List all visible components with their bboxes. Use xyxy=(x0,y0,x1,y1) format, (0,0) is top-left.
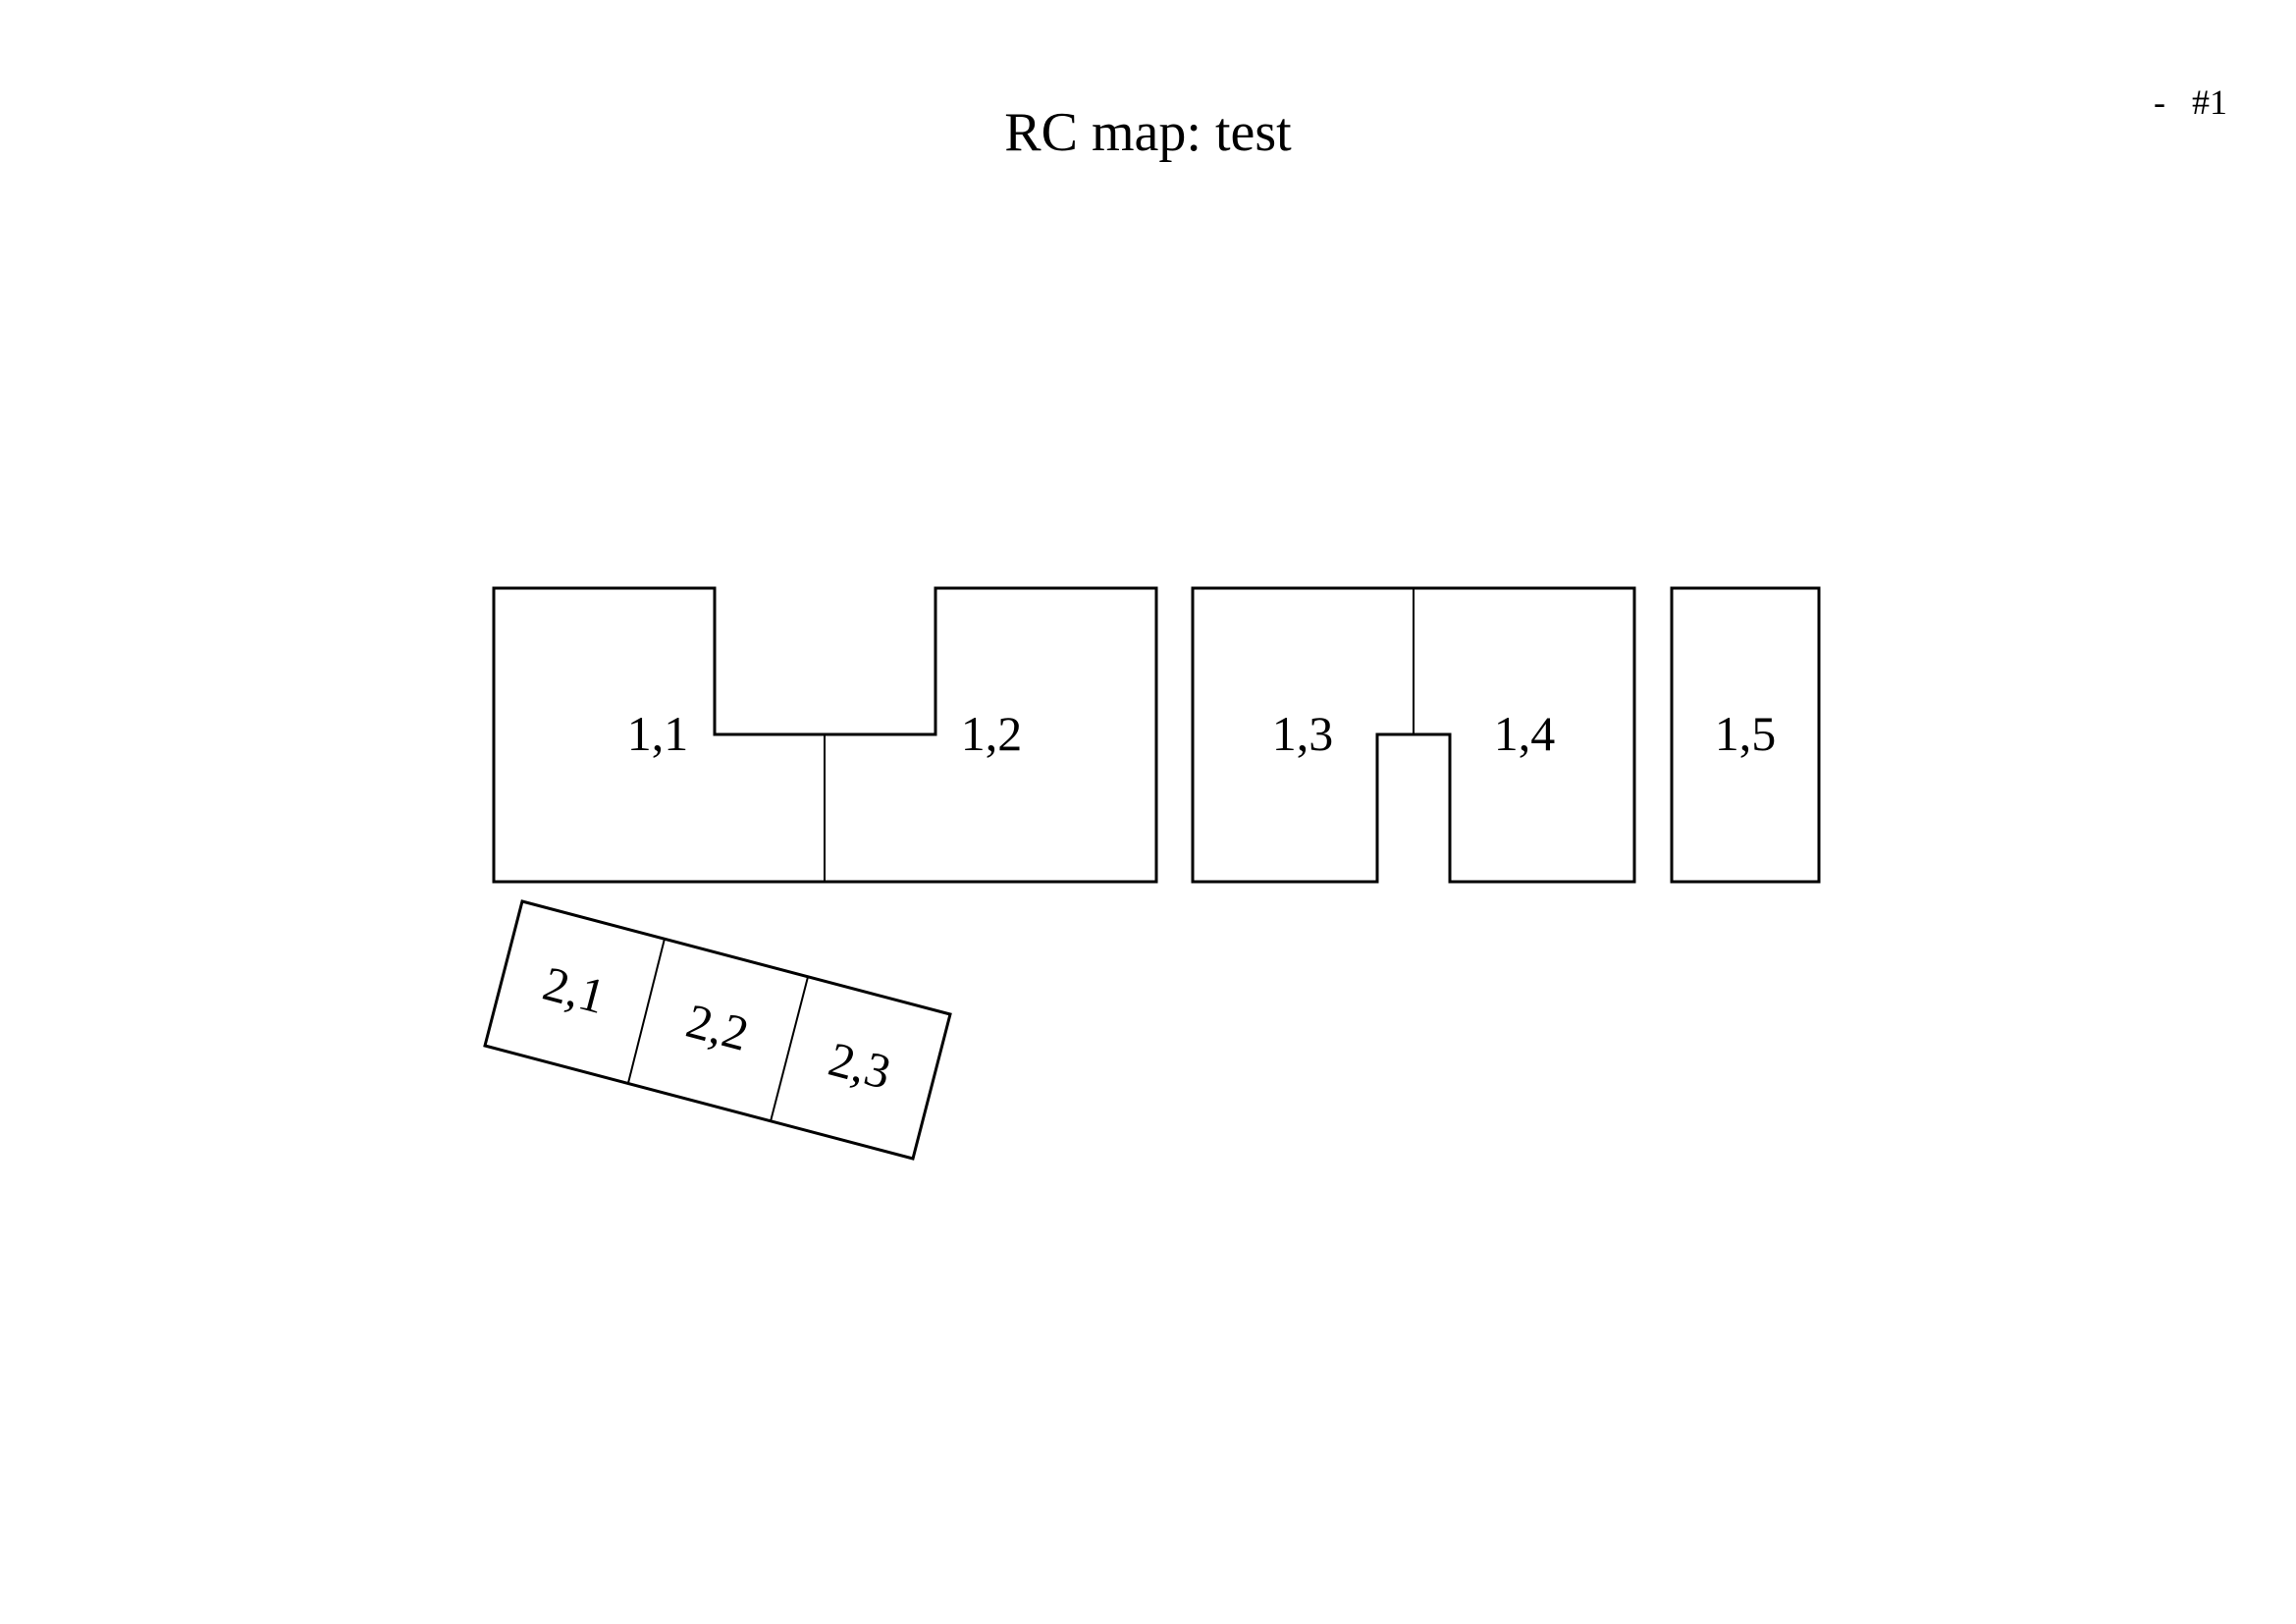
cell-label: 1,2 xyxy=(961,706,1023,761)
cell-label: 2,2 xyxy=(681,993,755,1061)
cell-1-5: 1,5 xyxy=(1670,586,1821,884)
group-outline xyxy=(483,899,952,1161)
cell-label: 1,3 xyxy=(1272,706,1334,761)
cell-group-1-3-to-1-4: 1,3 1,4 xyxy=(1191,586,1636,884)
cell-divider xyxy=(627,938,666,1084)
cell-group-2-1-to-2-3: 2,1 2,2 2,3 xyxy=(483,899,952,1161)
cell-divider xyxy=(770,976,809,1122)
group-outline xyxy=(492,586,1158,884)
cell-label: 1,1 xyxy=(627,706,689,761)
page-title: RC map: test xyxy=(1004,102,1292,163)
cell-group-1-1-to-1-2: 1,1 1,2 xyxy=(492,586,1158,884)
cell-label: 2,1 xyxy=(538,955,612,1024)
cell-label: 2,3 xyxy=(824,1031,897,1100)
cell-outline xyxy=(1670,586,1821,884)
cell-label: 1,4 xyxy=(1494,706,1556,761)
page-marker: - #1 xyxy=(2154,82,2227,122)
cell-label: 1,5 xyxy=(1715,706,1777,761)
group-outline xyxy=(1191,586,1636,884)
